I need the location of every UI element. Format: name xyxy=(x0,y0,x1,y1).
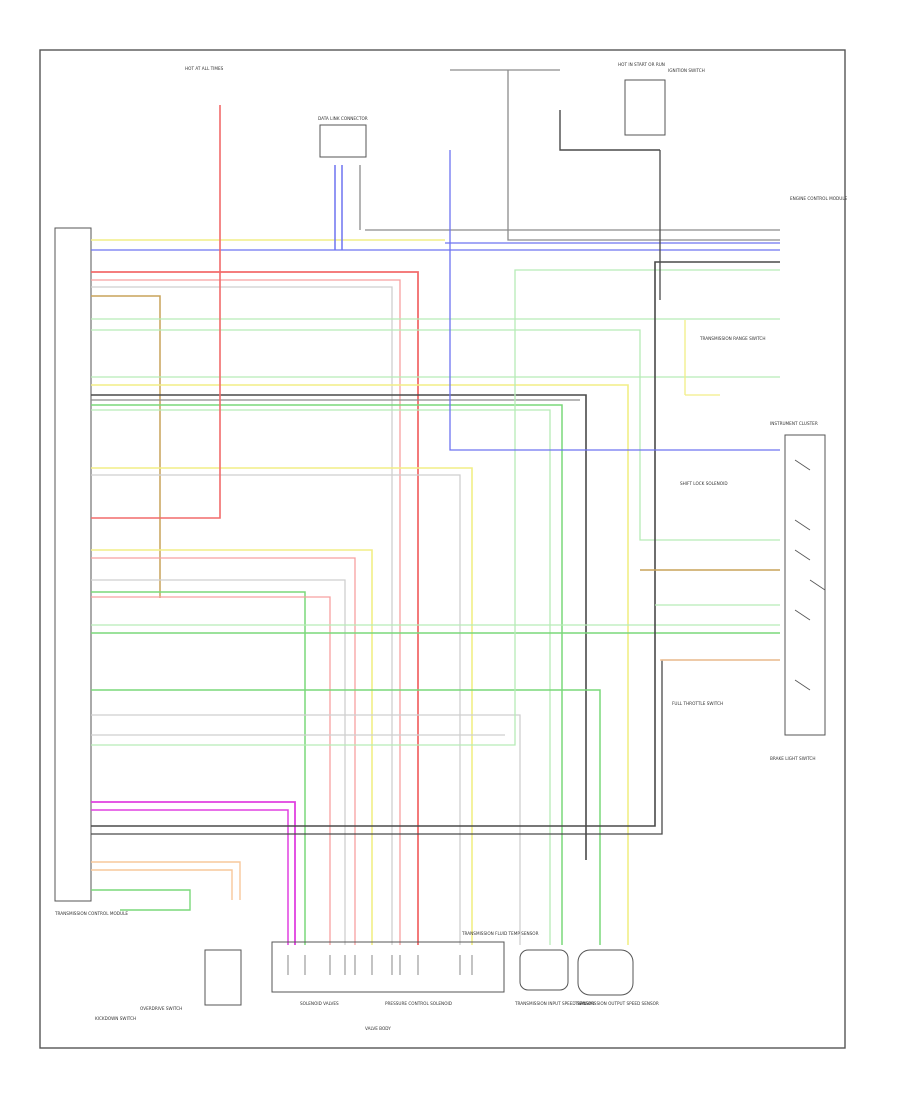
cluster-label: INSTRUMENT CLUSTER xyxy=(770,421,818,426)
wire-gray-2 xyxy=(91,286,393,945)
ignition-switch-box xyxy=(624,79,666,136)
switch-contacts xyxy=(794,459,826,691)
wire-yellow-r7 xyxy=(91,467,473,945)
hot-fuse-label: HOT AT ALL TIMES xyxy=(185,66,224,71)
wire-pink-r11b xyxy=(91,596,331,945)
wire-dark-r20 xyxy=(91,659,780,835)
wire-dark-vert xyxy=(559,110,660,151)
valve-body-box xyxy=(271,941,505,993)
wire-green-r23 xyxy=(91,889,191,911)
kickdown-label: KICKDOWN SWITCH xyxy=(95,1016,136,1021)
wire-green-r6 xyxy=(91,404,563,945)
wire-yellow-r9 xyxy=(91,549,373,945)
input-speed-box xyxy=(519,949,569,991)
output-speed-label: TRANSMISSION OUTPUT SPEED SENSOR xyxy=(574,1001,659,1006)
input-speed-label: TRANSMISSION INPUT SPEED SENSOR xyxy=(514,1001,594,1006)
wire-gray-r10 xyxy=(91,579,346,945)
wire-pink-top xyxy=(91,279,401,945)
wire-gray-r7b xyxy=(91,474,461,945)
wire-blue-r-mid xyxy=(449,150,780,451)
wire-magenta-r17 xyxy=(91,801,296,945)
wire-green-r14 xyxy=(91,689,601,945)
diagram-border xyxy=(39,49,846,1049)
wires xyxy=(91,69,780,945)
wire-tan-r21 xyxy=(91,861,241,900)
wire-red-top xyxy=(91,271,419,945)
data-link-label: DATA LINK CONNECTOR xyxy=(318,116,368,121)
brake-switch-label: BRAKE LIGHT SWITCH xyxy=(770,756,815,761)
brake-switch-box xyxy=(784,434,826,736)
wire-tan-r22 xyxy=(91,869,233,900)
wire-gray-link xyxy=(507,70,780,241)
range-switch-label: TRANSMISSION RANGE SWITCH xyxy=(699,336,766,341)
wire-green-r16 xyxy=(91,269,780,746)
wire-pink-r9b xyxy=(91,557,356,945)
tcm-connector xyxy=(54,227,92,902)
wire-yellow-r4 xyxy=(91,384,629,945)
output-speed-box xyxy=(577,949,634,996)
tcm-label: TRANSMISSION CONTROL MODULE xyxy=(54,911,128,916)
kickdown-box xyxy=(204,949,242,1006)
wire-gray-r15 xyxy=(91,714,521,945)
valve-body-pins xyxy=(287,955,473,975)
wire-red-r8 xyxy=(91,105,221,519)
wire-green-r6b xyxy=(91,409,551,945)
overdrive-label: OVERDRIVE SWITCH xyxy=(140,1006,182,1011)
wire-dark-r5 xyxy=(91,394,587,860)
wire-dark-r19 xyxy=(91,261,780,827)
ign-fuse-label: HOT IN START OR RUN xyxy=(618,62,665,67)
temp-sensor-label: TRANSMISSION FLUID TEMP SENSOR xyxy=(461,931,539,936)
data-link-connector-box xyxy=(319,124,367,158)
wire-green-r2 xyxy=(91,329,780,541)
wire-tan-top xyxy=(91,295,161,598)
valve-body-label: VALVE BODY xyxy=(365,1026,391,1031)
wire-green-r11 xyxy=(91,591,306,945)
components xyxy=(204,79,826,1006)
ecm-label: ENGINE CONTROL MODULE xyxy=(790,196,848,201)
wire-magenta-r18 xyxy=(91,809,289,945)
pressure-label: PRESSURE CONTROL SOLENOID xyxy=(385,1001,452,1006)
solenoids-label: SOLENOID VALVES xyxy=(300,1001,339,1006)
ignition-switch-label: IGNITION SWITCH xyxy=(668,68,705,73)
full-range-label: FULL THROTTLE SWITCH xyxy=(672,701,723,706)
shift-lock-label: SHIFT LOCK SOLENOID xyxy=(680,481,728,486)
